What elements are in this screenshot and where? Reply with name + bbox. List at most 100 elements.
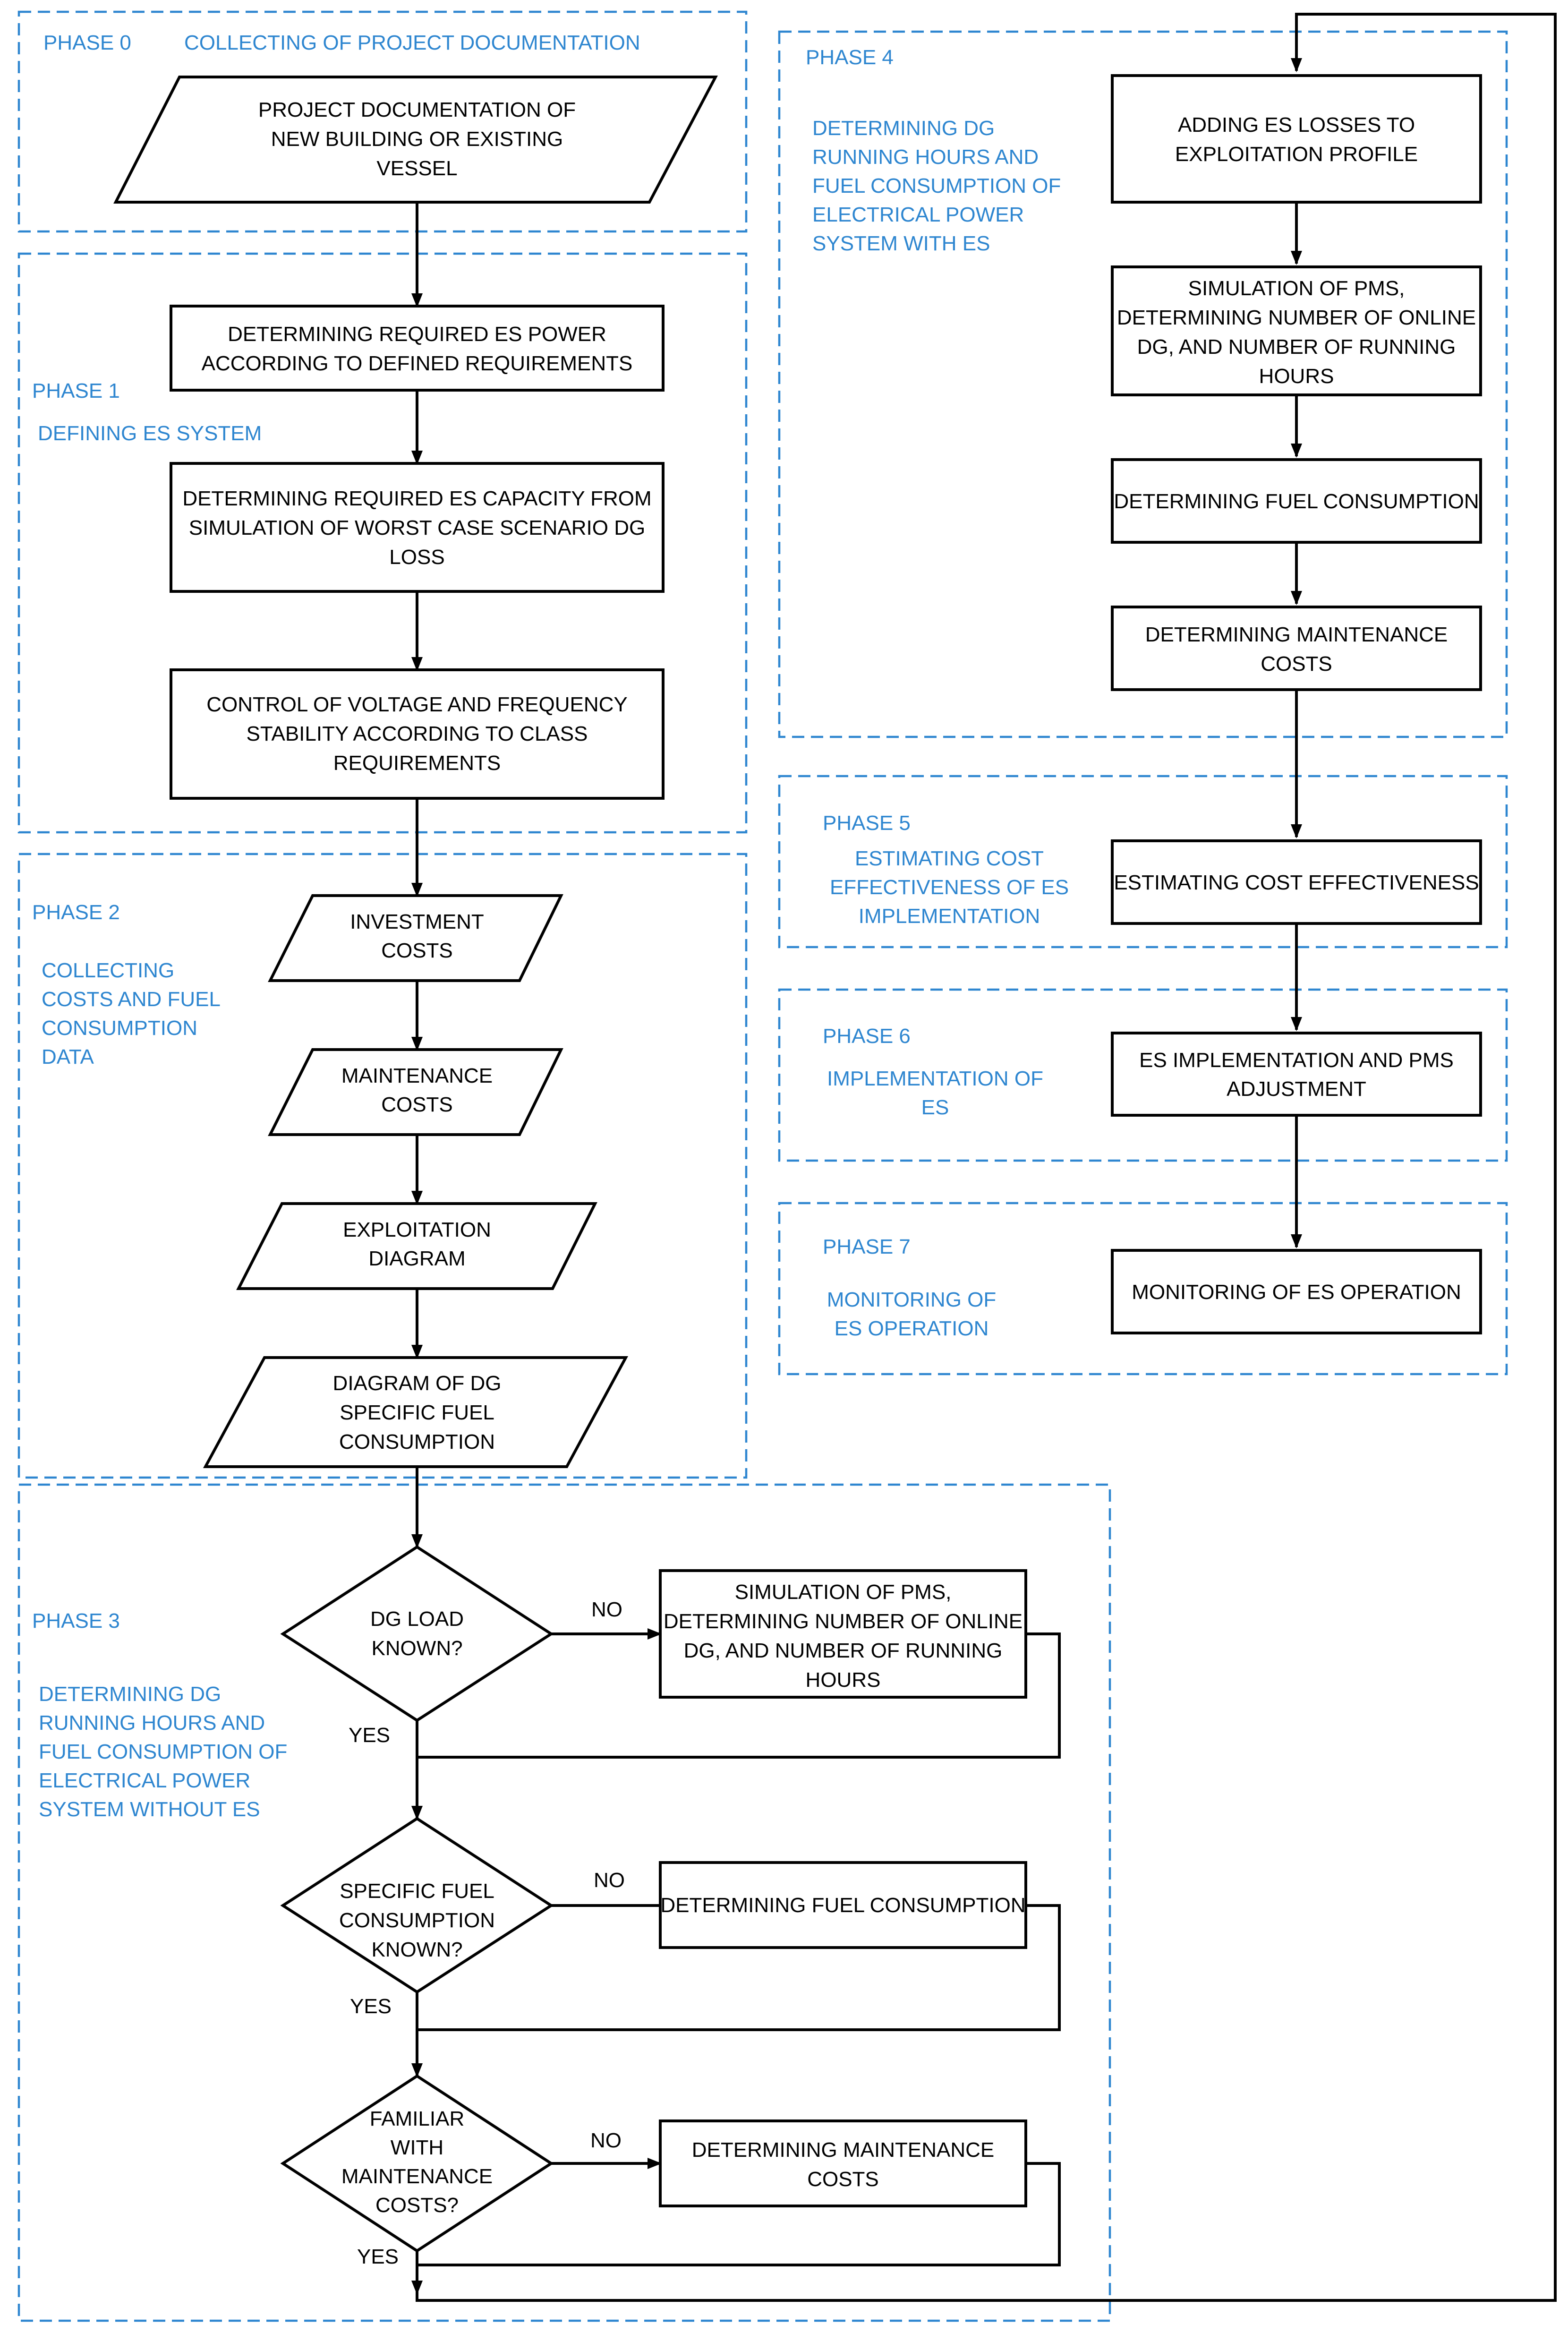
phase-2-region <box>17 853 748 1479</box>
node-maintenance-costs-2 <box>1111 606 1482 691</box>
edge-maint-return <box>417 2162 1061 2266</box>
text-line: SYSTEM WITH ES <box>812 232 990 255</box>
node-dg-load-decision <box>280 1545 554 1722</box>
node-maintenance-costs-1 <box>659 2119 1027 2207</box>
label-no-sfc: NO <box>594 1869 625 1892</box>
text-line: RUNNING HOURS AND <box>812 145 1039 169</box>
node-cost-effectiveness-text: ESTIMATING COST EFFECTIVENESS <box>1114 871 1479 894</box>
text-line: LOSS <box>389 546 444 569</box>
text-line: COSTS? <box>375 2194 459 2217</box>
edge-labels: NO YES NO YES NO YES <box>349 1598 625 2268</box>
text-line: ACCORDING TO DEFINED REQUIREMENTS <box>202 352 633 375</box>
node-es-implementation <box>1111 1032 1482 1117</box>
phase-2-label: PHASE 2 <box>32 901 120 924</box>
phase-1-label: PHASE 1 <box>32 379 120 402</box>
text-line: MAINTENANCE <box>341 2165 493 2188</box>
node-sfc-decision-text: SPECIFIC FUEL CONSUMPTION KNOWN? <box>339 1880 495 1961</box>
text-line: REQUIREMENTS <box>333 752 501 775</box>
text-line: MAINTENANCE <box>341 1064 493 1087</box>
text-line: CONSUMPTION <box>42 1017 197 1040</box>
text-line: HOURS <box>1259 365 1334 388</box>
text-line: ELECTRICAL POWER <box>812 203 1024 226</box>
text-line: DETERMINING DG <box>812 117 995 140</box>
text-line: RUNNING HOURS AND <box>39 1711 265 1735</box>
phase-3-label: PHASE 3 <box>32 1609 120 1632</box>
text-line: HOURS <box>806 1668 881 1692</box>
node-project-documentation <box>113 76 718 204</box>
node-fuel-consumption-1 <box>659 1861 1027 1949</box>
text-line: KNOWN? <box>371 1938 462 1961</box>
text-line: DIAGRAM <box>368 1247 465 1270</box>
edge-fuel-return <box>417 1904 1061 2031</box>
phase-5-label: PHASE 5 <box>823 812 911 835</box>
text-line: KNOWN? <box>371 1637 462 1660</box>
text-line: SPECIFIC FUEL <box>340 1401 494 1424</box>
text-line: COSTS AND FUEL <box>42 988 221 1011</box>
text-line: ELECTRICAL POWER <box>39 1769 250 1792</box>
text-line: DETERMINING REQUIRED ES POWER <box>228 323 606 346</box>
text-line: ESTIMATING COST <box>855 847 1044 870</box>
text-line: FUEL CONSUMPTION OF <box>39 1740 287 1763</box>
text-line: DG, AND NUMBER OF RUNNING <box>1137 335 1456 359</box>
text-line: DETERMINING FUEL CONSUMPTION <box>660 1894 1025 1917</box>
connectors <box>411 13 1557 2302</box>
text-line: DETERMINING REQUIRED ES CAPACITY FROM <box>182 487 651 510</box>
node-monitoring-text: MONITORING OF ES OPERATION <box>1132 1281 1461 1304</box>
node-fuel-consumption-2-text: DETERMINING FUEL CONSUMPTION <box>1114 490 1479 513</box>
text-line: CONSUMPTION <box>339 1909 495 1932</box>
text-line: SIMULATION OF PMS, <box>735 1581 952 1604</box>
text-line: COSTS <box>807 2168 879 2191</box>
text-line: PROJECT DOCUMENTATION OF <box>258 98 576 121</box>
text-line: CONSUMPTION <box>339 1430 495 1453</box>
node-fuel-consumption-1-text: DETERMINING FUEL CONSUMPTION <box>660 1894 1025 1917</box>
text-line: EXPLOITATION PROFILE <box>1175 143 1418 166</box>
label-no-maint: NO <box>590 2129 622 2152</box>
text-line: STABILITY ACCORDING TO CLASS <box>247 722 588 745</box>
phase-4-label: PHASE 4 <box>806 46 894 69</box>
text-line: VESSEL <box>376 157 457 180</box>
edge-sim-return <box>417 1632 1061 1759</box>
node-es-losses <box>1111 74 1482 204</box>
node-es-losses-text: ADDING ES LOSSES TO EXPLOITATION PROFILE <box>1175 113 1418 166</box>
text-line: ESTIMATING COST EFFECTIVENESS <box>1114 871 1479 894</box>
node-monitoring <box>1111 1249 1482 1334</box>
text-line: SPECIFIC FUEL <box>340 1880 494 1903</box>
text-line: DATA <box>42 1045 94 1068</box>
node-stability-control <box>170 668 665 800</box>
text-line: EFFECTIVENESS OF ES <box>830 876 1069 899</box>
phase-6-label: PHASE 6 <box>823 1025 911 1048</box>
text-line: FAMILIAR <box>370 2107 465 2130</box>
phase-regions <box>17 10 1508 2322</box>
node-sfc-diagram <box>203 1356 629 1468</box>
text-line: ES IMPLEMENTATION AND PMS <box>1139 1049 1454 1072</box>
text-line: COSTS <box>381 939 453 962</box>
text-line: ADDING ES LOSSES TO <box>1178 113 1415 137</box>
node-cost-effectiveness <box>1111 839 1482 925</box>
node-exploitation-diagram <box>236 1202 597 1290</box>
phase-0-desc: COLLECTING OF PROJECT DOCUMENTATION <box>184 31 640 54</box>
text-line: SIMULATION OF PMS, <box>1188 277 1405 300</box>
text-line: DETERMINING NUMBER OF ONLINE <box>1117 306 1476 329</box>
node-sim-pms-2 <box>1111 265 1482 396</box>
text-line: DETERMINING MAINTENANCE <box>692 2138 994 2162</box>
node-required-power-text: DETERMINING REQUIRED ES POWER ACCORDING T… <box>202 323 633 375</box>
label-yes-maint: YES <box>357 2245 399 2268</box>
text-line: EXPLOITATION <box>343 1218 491 1241</box>
text-line: COLLECTING OF PROJECT DOCUMENTATION <box>184 31 640 54</box>
text-line: IMPLEMENTATION OF <box>827 1067 1043 1090</box>
phase-labels: PHASE 0 COLLECTING OF PROJECT DOCUMENTAT… <box>32 31 1069 1821</box>
phase-0-region <box>17 10 748 233</box>
text-line: INVESTMENT <box>350 910 484 933</box>
text-line: FUEL CONSUMPTION OF <box>812 174 1061 197</box>
node-required-capacity <box>170 462 665 593</box>
node-sim-pms-1 <box>659 1569 1027 1699</box>
text-line: DEFINING ES SYSTEM <box>38 422 262 445</box>
